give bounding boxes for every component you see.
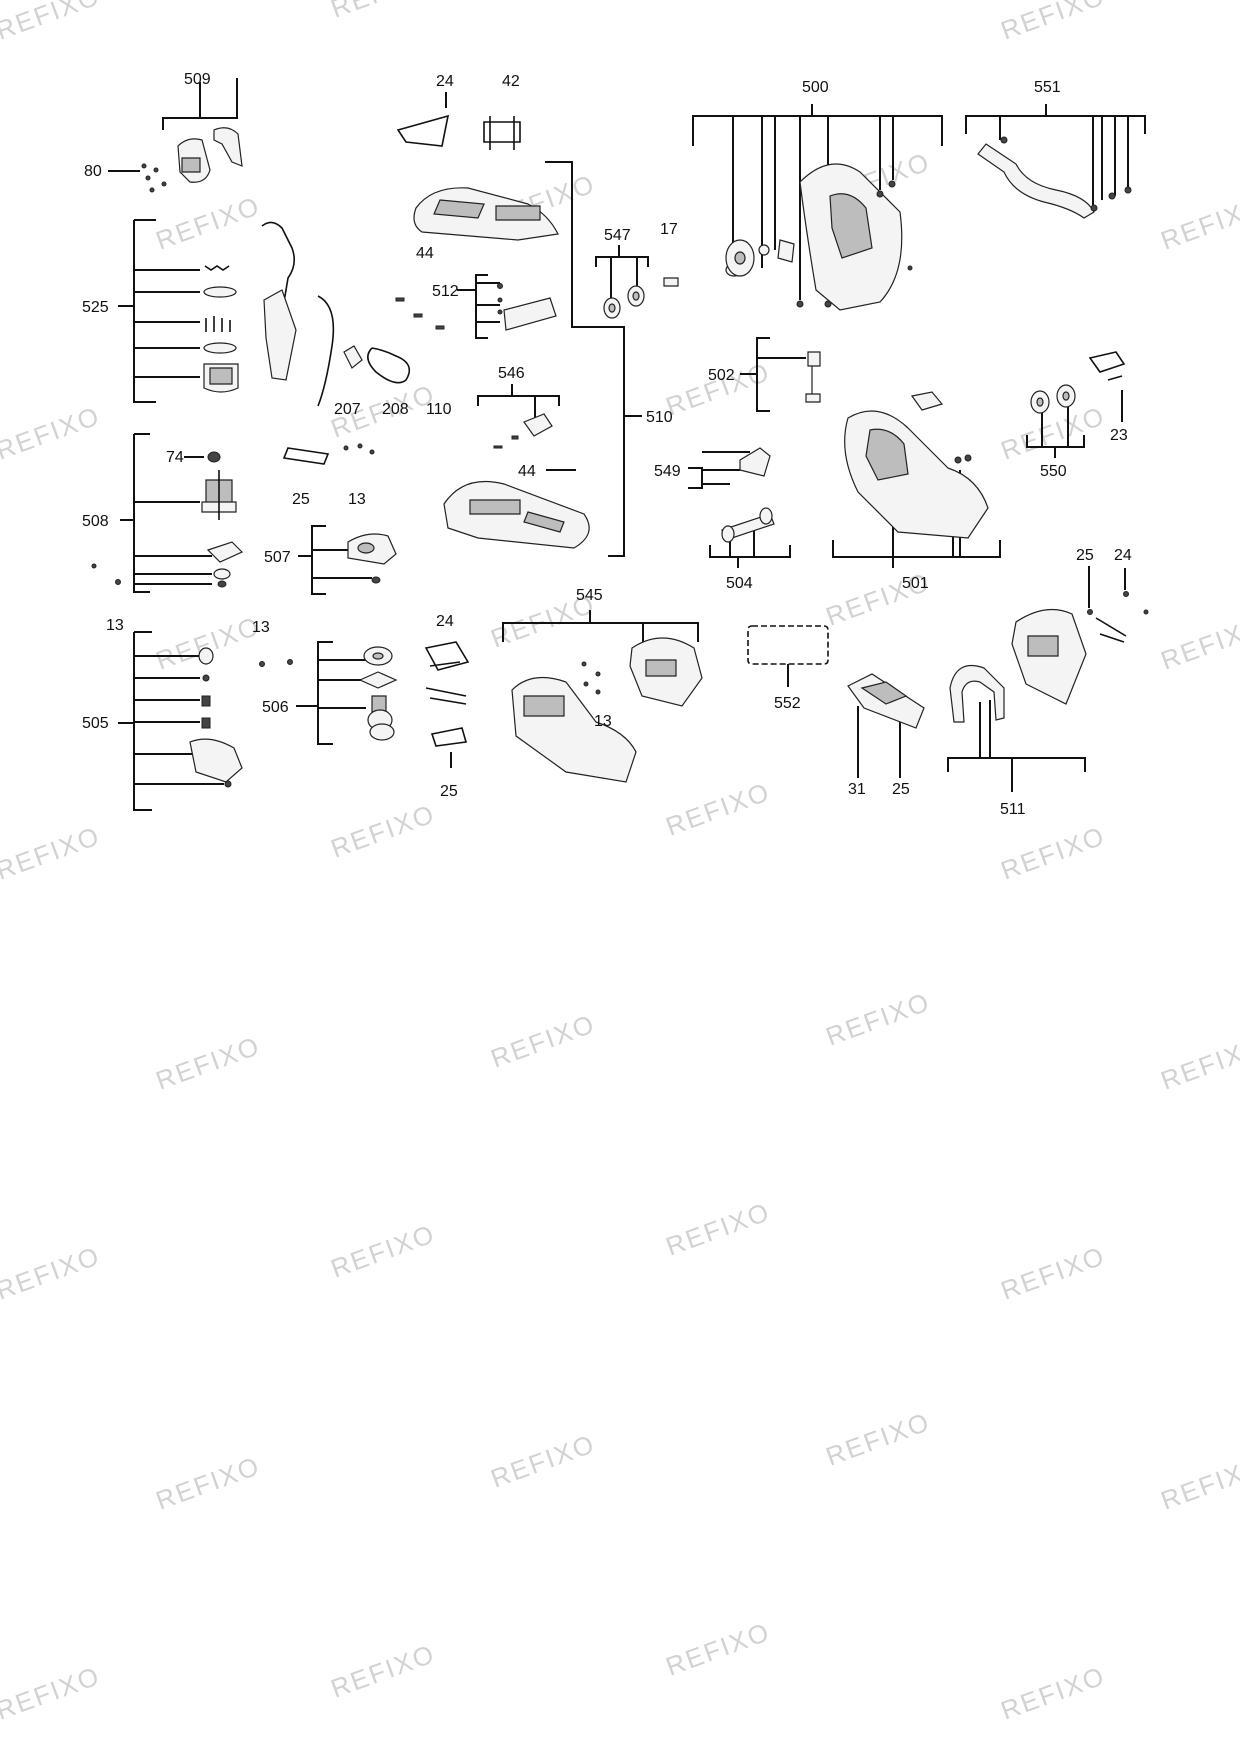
callout-545: 545 [576, 587, 603, 604]
watermark-text: REFIXO [327, 798, 439, 863]
callout-74: 74 [166, 449, 184, 466]
callout-546: 546 [498, 365, 525, 382]
callout-504: 504 [726, 575, 753, 592]
watermark-text: REFIXO [152, 610, 264, 675]
watermark-text: REFIXO [997, 0, 1109, 46]
callout-507: 507 [264, 549, 291, 566]
callout-505: 505 [82, 715, 109, 732]
callout-549: 549 [654, 463, 681, 480]
watermark-text: REFIXO [997, 820, 1109, 885]
callout-512: 512 [432, 283, 459, 300]
callout-44: 44 [416, 245, 434, 262]
callout-42: 42 [502, 73, 520, 90]
watermark-text: REFIXO [1157, 1450, 1240, 1515]
watermark-text: REFIXO [0, 1660, 104, 1725]
watermark-text: REFIXO [1157, 190, 1240, 255]
watermark-text: REFIXO [327, 1638, 439, 1703]
callout-25: 25 [292, 491, 310, 508]
watermark-text: REFIXO [1157, 1030, 1240, 1095]
callout-13: 13 [252, 619, 270, 636]
watermark-text: REFIXO [822, 986, 934, 1051]
callout-551: 551 [1034, 79, 1061, 96]
callout-17: 17 [660, 221, 678, 238]
callout-25: 25 [440, 783, 458, 800]
callout-207: 207 [334, 401, 361, 418]
callout-24: 24 [436, 73, 454, 90]
callout-80: 80 [84, 163, 102, 180]
watermark-text: REFIXO [997, 1660, 1109, 1725]
callout-31: 31 [848, 781, 866, 798]
callout-547: 547 [604, 227, 631, 244]
watermark-text: REFIXO [822, 1406, 934, 1471]
watermark-text: REFIXO [997, 400, 1109, 465]
watermark-text: REFIXO [662, 1196, 774, 1261]
leader-lines [108, 78, 1146, 811]
callout-24: 24 [1114, 547, 1132, 564]
callout-110: 110 [426, 401, 452, 418]
watermark-text: REFIXO [152, 1450, 264, 1515]
callout-500: 500 [802, 79, 829, 96]
watermark-text: REFIXO [0, 820, 104, 885]
watermark-text: REFIXO [0, 1240, 104, 1305]
watermark-text: REFIXO [0, 400, 104, 465]
callout-13: 13 [594, 713, 612, 730]
callout-502: 502 [708, 367, 735, 384]
watermark-text: REFIXO [327, 1218, 439, 1283]
watermark-text: REFIXO [152, 1030, 264, 1095]
watermark-text: REFIXO [662, 1616, 774, 1681]
callout-550: 550 [1040, 463, 1067, 480]
callout-525: 525 [82, 299, 109, 316]
callout-511: 511 [1000, 801, 1026, 818]
watermark-text: REFIXO [327, 0, 439, 24]
callout-501: 501 [902, 575, 929, 592]
watermark-text: REFIXO [1157, 610, 1240, 675]
callout-44: 44 [518, 463, 536, 480]
watermark-text: REFIXO [0, 0, 104, 46]
callout-25: 25 [892, 781, 910, 798]
callout-24: 24 [436, 613, 454, 630]
callout-506: 506 [262, 699, 289, 716]
callout-552: 552 [774, 695, 801, 712]
callout-13: 13 [106, 617, 124, 634]
parts [91, 114, 1149, 788]
callout-208: 208 [382, 401, 409, 418]
watermark-text: REFIXO [487, 1008, 599, 1073]
part-labels: 509 80 24 42 500 551 525 44 512 547 17 2… [82, 71, 1132, 818]
callout-13: 13 [348, 491, 366, 508]
callout-510: 510 [646, 409, 673, 426]
watermark-text: REFIXO [997, 1240, 1109, 1305]
callout-508: 508 [82, 513, 109, 530]
callout-25: 25 [1076, 547, 1094, 564]
watermark-text: REFIXO [152, 190, 264, 255]
callout-23: 23 [1110, 427, 1128, 444]
watermark-text: REFIXO [487, 1428, 599, 1493]
callout-509: 509 [184, 71, 211, 88]
watermark-text: REFIXO [662, 776, 774, 841]
